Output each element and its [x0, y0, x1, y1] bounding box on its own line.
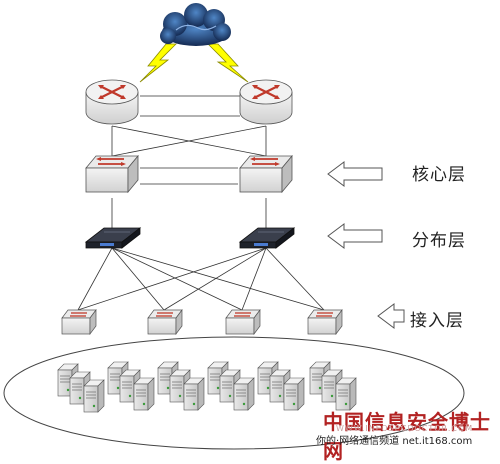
watermark-site: 你的·网络通信频道 net.it168.com: [316, 436, 473, 447]
server-group-5: [257, 361, 305, 411]
router-icon: [239, 79, 293, 125]
lightning-icon: [139, 43, 249, 83]
core-switch-right: [239, 154, 293, 194]
access-switch-4: [307, 308, 343, 336]
server-icon: [283, 377, 305, 411]
server-group-1: [57, 363, 105, 413]
core-layer-label: 核心层: [412, 165, 466, 185]
arrow-access: [377, 303, 405, 329]
distribution-switch-icon: [84, 227, 142, 249]
access-switch-2: [147, 308, 183, 336]
arrow-core: [327, 161, 383, 187]
server-icon: [133, 377, 155, 411]
access-switch-1: [61, 308, 97, 336]
core-switch-icon: [239, 154, 293, 194]
distribution-switch-left: [84, 227, 142, 249]
arrow-distribution: [327, 223, 383, 249]
router-icon: [85, 79, 139, 125]
server-cluster-boundary: [3, 336, 465, 450]
server-icon: [183, 377, 205, 411]
server-group-6: [309, 361, 357, 411]
access-switch-icon: [307, 308, 343, 336]
access-switch-icon: [61, 308, 97, 336]
server-group-4: [207, 361, 255, 411]
server-group-2: [107, 361, 155, 411]
left-arrow-icon: [377, 303, 405, 329]
cloud-icon: [160, 3, 231, 46]
access-layer-label: 接入层: [410, 311, 464, 331]
distribution-switch-icon: [238, 227, 296, 249]
server-icon: [233, 377, 255, 411]
distribution-switch-right: [238, 227, 296, 249]
router-left: [85, 79, 139, 125]
router-right: [239, 79, 293, 125]
server-group-3: [157, 361, 205, 411]
left-arrow-icon: [327, 161, 383, 187]
network-diagram: [3, 3, 465, 450]
access-switch-3: [225, 308, 261, 336]
server-icon: [83, 379, 105, 413]
core-switch-left: [85, 154, 139, 194]
distribution-layer-label: 分布层: [412, 231, 466, 251]
access-switch-icon: [147, 308, 183, 336]
connection-lines: [77, 95, 325, 311]
watermark-sub: WWW.INFOSECDOCTOR.COM: [336, 424, 474, 433]
left-arrow-icon: [327, 223, 383, 249]
core-switch-icon: [85, 154, 139, 194]
access-switch-icon: [225, 308, 261, 336]
